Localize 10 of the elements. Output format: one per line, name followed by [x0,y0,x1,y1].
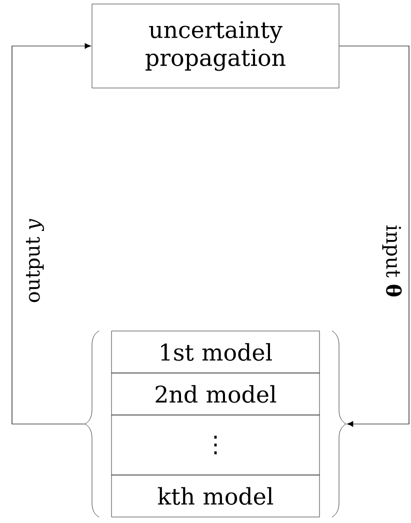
model-cell: 2nd model [111,372,320,416]
model-cell: kth model [111,474,320,518]
edge-label: input θ [382,226,402,296]
model-cell: ⋮ [111,414,320,476]
process-box: uncertainty propagation [92,4,340,88]
model-cell: 1st model [111,330,320,374]
edge-label: output y [26,218,44,302]
braced-stack [84,330,346,518]
arrow [338,46,410,427]
arrow [12,43,91,424]
